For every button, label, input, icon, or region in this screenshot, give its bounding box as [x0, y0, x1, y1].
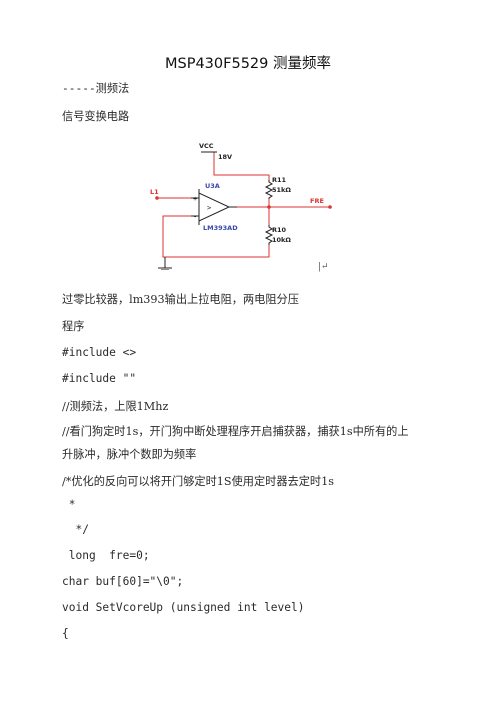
r10-label: R10	[272, 226, 287, 234]
code-line: /*优化的反向可以将开门够定时1S使用定时器去定时1s	[62, 475, 334, 488]
output-label: FRE	[310, 197, 324, 205]
code-line: char buf[60]="\0";	[62, 575, 184, 588]
code-line: *	[62, 498, 76, 511]
junction-dot	[267, 205, 271, 209]
chip-model: LM393AD	[203, 224, 238, 232]
circuit-heading: 信号变换电路	[62, 110, 130, 123]
code-line: */	[62, 523, 89, 536]
r10-resistor	[264, 225, 274, 245]
chip-label: U3A	[205, 182, 220, 190]
method-heading: -----测频法	[62, 82, 130, 95]
code-line: #include ""	[62, 372, 137, 385]
body-line: 过零比较器，lm393输出上拉电阻，两电阻分压	[62, 293, 299, 306]
vcc-label: VCC	[199, 142, 214, 150]
circuit-diagram: VCC 18V L1 U3A LM393AD R11 51kΩ R10 10kΩ…	[150, 142, 332, 270]
page-title: MSP430F5529 测量频率	[165, 56, 331, 72]
vcc-value: 18V	[218, 153, 232, 161]
output-dot	[328, 205, 332, 209]
vcc-wire	[213, 152, 270, 180]
input-label: L1	[150, 188, 159, 196]
gt-sign: >	[207, 204, 211, 212]
comparator-symbol	[198, 192, 231, 222]
code-line: //看门狗定时1s，开门狗中断处理程序开启捕获器，捕获1s中所有的上	[62, 425, 409, 438]
code-line: {	[62, 627, 69, 640]
ground-icon	[158, 267, 172, 270]
plus-sign: +	[193, 195, 197, 203]
r11-label: R11	[272, 176, 287, 184]
paragraph-mark: |↵	[318, 262, 329, 272]
minus-wire	[162, 215, 270, 258]
minus-sign: -	[193, 213, 197, 221]
code-line: long fre=0;	[62, 549, 150, 562]
body-line: 程序	[62, 320, 85, 333]
r10-value: 10kΩ	[272, 236, 291, 244]
code-line: 升脉冲，脉冲个数即为频率	[62, 448, 197, 461]
code-line: //测频法，上限1Mhz	[62, 400, 169, 413]
input-dot	[155, 196, 159, 200]
code-line: void SetVcoreUp (unsigned int level)	[62, 601, 305, 614]
r11-resistor	[264, 180, 274, 199]
r11-value: 51kΩ	[272, 186, 291, 194]
code-line: #include <>	[62, 346, 137, 359]
